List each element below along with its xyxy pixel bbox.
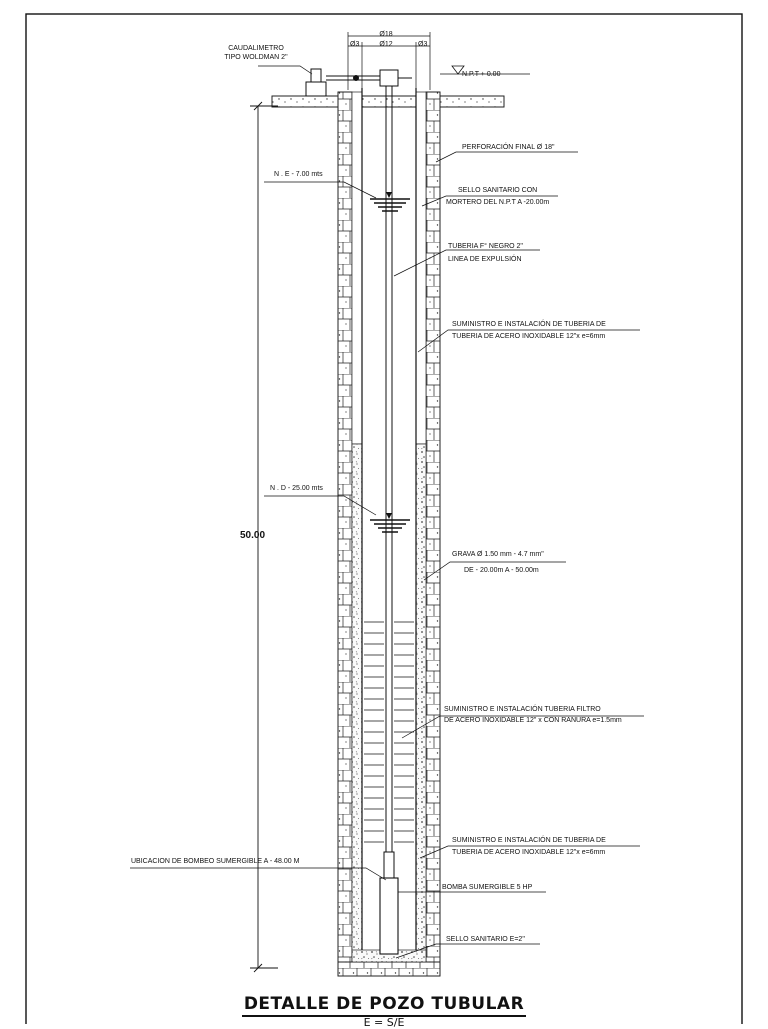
drawing-scale: E = S/E (363, 1016, 405, 1029)
leader-lines (130, 65, 644, 959)
pump-label: BOMBA SUMERGIBLE 5 HP (442, 884, 533, 891)
flowmeter-body (305, 81, 327, 97)
final-bore-label: PERFORACIÓN FINAL Ø 18" (462, 144, 555, 151)
flowmeter-label-1: CAUDALIMETRO (228, 45, 284, 52)
ground-slab (271, 95, 505, 108)
annulus-right-upper (415, 91, 427, 445)
gravel-left (351, 443, 363, 963)
annulus-left-upper (351, 91, 363, 445)
casing-upper-label-2: TUBERIA DE ACERO INOXIDABLE 12"x e=6mm (452, 333, 606, 340)
gravel-label-1: GRAVA Ø 1.50 mm - 4.7 mm" (452, 551, 544, 558)
npt-label: N.P.T + 0.00 (462, 71, 501, 78)
screen-label-2: DE ACERO INOXIDABLE 12" x CON RANURA e=1… (444, 717, 622, 724)
sanitary-seal-label-2: MORTERO DEL N.P.T A -20.00m (446, 199, 550, 206)
valve-icon (353, 75, 359, 81)
top-dimensions (347, 32, 431, 90)
flowmeter-head (310, 68, 322, 83)
discharge-pipe-label-2: LINEA DE EXPULSIÓN (448, 256, 522, 263)
casing-lower-label-2: TUBERIA DE ACERO INOXIDABLE 12"x e=6mm (452, 849, 606, 856)
depth-dimension (250, 101, 278, 973)
bottom-seal-label: SELLO SANITARIO E=2" (446, 936, 525, 943)
drawing-title: DETALLE DE POZO TUBULAR (0, 994, 768, 1017)
total-depth-label: 50.00 (240, 530, 266, 541)
diam-side-left-label: Ø3 (350, 41, 360, 48)
bottom-slab (337, 961, 441, 977)
screen-slots (364, 621, 414, 843)
discharge-pipe-label-1: TUBERIA F° NEGRO 2" (448, 243, 523, 250)
flowmeter-label-2: TIPO WOLDMAN 2" (224, 54, 288, 61)
sanitary-seal-label-1: SELLO SANITARIO CON (458, 187, 538, 194)
gravel-right (415, 443, 427, 963)
static-level-label: N . E - 7.00 mts (274, 171, 323, 178)
casing-lower-label-1: SUMINISTRO E INSTALACIÓN DE TUBERIA DE (452, 837, 606, 844)
pump-body (379, 877, 399, 955)
gravel-label-2: DE - 20.00m A - 50.00m (464, 567, 539, 574)
right-wall (425, 91, 441, 977)
screen-label-1: SUMINISTRO E INSTALACIÓN TUBERIA FILTRO (444, 706, 601, 713)
sheet-border (25, 13, 743, 1024)
diam-inner-label: Ø12 (379, 41, 393, 48)
static-level-symbol (370, 192, 410, 212)
diam-side-right-label: Ø3 (418, 41, 428, 48)
npt-marker (440, 65, 530, 75)
pump-location-label: UBICACION DE BOMBEO SUMERGIBLE A - 48.00… (131, 858, 300, 865)
dynamic-level-label: N . D - 25.00 mts (270, 485, 323, 492)
casing-upper-label-1: SUMINISTRO E INSTALACIÓN DE TUBERIA DE (452, 321, 606, 328)
pump-motor-top (383, 851, 395, 879)
left-wall (337, 91, 353, 977)
diam-outer-label: Ø18 (379, 31, 393, 38)
wellhead-cap (379, 69, 399, 87)
dynamic-level-symbol (370, 513, 410, 533)
